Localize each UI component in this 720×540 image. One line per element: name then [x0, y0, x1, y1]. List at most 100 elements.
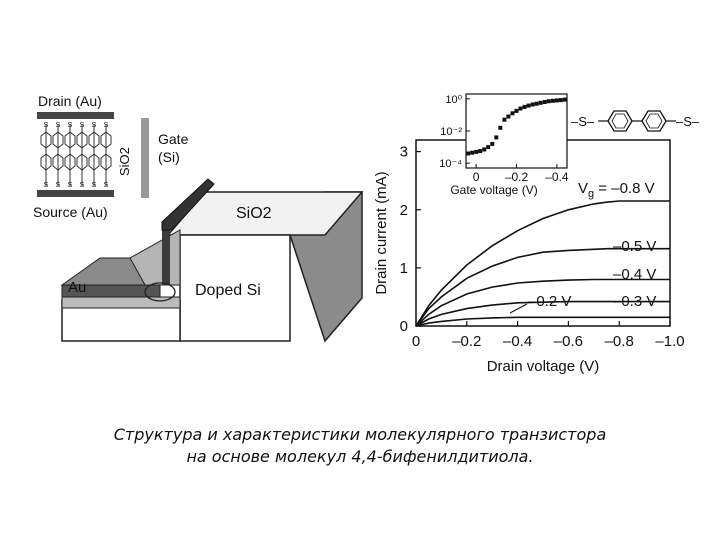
device-block: SiO2 Au Doped Si: [60, 178, 364, 343]
molecule-right-group: –S–: [676, 114, 700, 129]
inset-data-point: [498, 125, 503, 130]
iv-series-label: –0.5 V: [613, 238, 656, 255]
sio2-side-label: SiO2: [117, 147, 132, 176]
junction-highlight: [144, 282, 176, 302]
inset-points-group: [466, 97, 567, 156]
inset-plot-frame: [465, 93, 568, 169]
inset-y-tick-label: 10⁻²: [440, 126, 462, 138]
au-label: Au: [68, 279, 86, 296]
inset-data-point: [542, 100, 547, 104]
molecule-ring: [88, 131, 100, 149]
sulfur-atom-bottom: S: [104, 182, 109, 189]
inset-data-point: [546, 99, 551, 104]
drain-electrode-bar: [37, 112, 114, 119]
inset-data-point: [490, 141, 495, 146]
inset-data-point: [522, 104, 527, 109]
sulfur-atom-top: S: [80, 122, 85, 129]
inset-data-point: [470, 150, 475, 155]
iv-series-label: –0.3 V: [613, 293, 656, 310]
inset-data-point: [534, 101, 539, 106]
inset-data-point: [563, 97, 567, 102]
source-label: Source (Au): [33, 204, 108, 220]
drain-label: Drain (Au): [38, 93, 102, 109]
gate-bar: [141, 118, 149, 198]
sulfur-atom-bottom: S: [68, 182, 73, 189]
inset-data-point: [506, 114, 511, 119]
inset-data-point: [478, 149, 483, 154]
molecule-ring: [40, 131, 52, 149]
molecule-left-group: –S–: [571, 114, 595, 129]
iv-y-tick-label: 3: [400, 144, 408, 161]
sulfur-atom-top: S: [44, 122, 49, 129]
inset-x-tick-label: –0.4: [545, 170, 569, 184]
inset-data-point: [466, 151, 470, 156]
sulfur-atom-bottom: S: [44, 182, 49, 189]
caption-line-2: на основе молекул 4,4-бифенилдитиола.: [186, 447, 534, 466]
sulfur-atom-top: S: [56, 122, 61, 129]
sulfur-atom-top: S: [104, 122, 109, 129]
iv-series-line: [415, 300, 670, 327]
inset-data-point: [554, 98, 559, 103]
inset-data-point: [518, 106, 523, 111]
iv-x-tick-label: –1.0: [655, 333, 684, 350]
inset-data-point: [514, 108, 519, 113]
molecule-ring: [64, 153, 76, 171]
inset-data-point: [494, 135, 499, 140]
molecule-ring: [100, 131, 112, 149]
iv-series-label: Vg = –0.8 V: [578, 180, 655, 200]
sulfur-atom-top: S: [92, 122, 97, 129]
inset-data-point: [502, 117, 507, 122]
molecule-ring: [88, 153, 100, 171]
molecule-ring: [76, 131, 88, 149]
inset-x-tick-label: –0.2: [505, 170, 529, 184]
gate-label-line1: Gate: [158, 131, 189, 147]
benzene-ring-2-inner: [645, 113, 663, 129]
iv-series-line: [415, 200, 670, 327]
gate-label-line2: (Si): [158, 149, 180, 165]
iv-x-tick-label: –0.2: [452, 333, 481, 350]
iv-series-line: [415, 247, 670, 327]
molecule-ring: [76, 153, 88, 171]
caption-line-1: Структура и характеристики молекулярного…: [113, 425, 607, 444]
molecule-ring: [40, 153, 52, 171]
biphenyldithiol-structure: –S– –S–: [571, 110, 700, 132]
molecule-ring: [64, 131, 76, 149]
molecule-ring: [52, 131, 64, 149]
inset-data-point: [526, 103, 531, 108]
inset-data-point: [550, 98, 555, 103]
iv-y-tick-label: 1: [400, 260, 408, 277]
inset-data-point: [510, 111, 515, 116]
sulfur-atom-bottom: S: [56, 182, 61, 189]
sio2-label: SiO2: [236, 205, 272, 222]
inset-x-axis-title: Gate voltage (V): [450, 183, 537, 197]
benzene-ring-1-inner: [611, 113, 629, 129]
iv-series-label: –0.2 V: [528, 293, 571, 310]
source-electrode-bar: [37, 190, 114, 197]
inset-y-tick-label: 10⁰: [445, 94, 462, 106]
doped-si-label: Doped Si: [195, 282, 261, 299]
inset-data-point: [530, 102, 535, 107]
sulfur-atom-top: S: [68, 122, 73, 129]
inset-data-point: [474, 149, 479, 154]
iv-series-labels: Vg = –0.8 V –0.5 V –0.4 V –0.3 V –0.2 V: [509, 180, 656, 314]
iv-y-axis-title: Drain current (mA): [373, 171, 390, 294]
inset-data-point: [538, 100, 543, 105]
iv-x-tick-label: –0.6: [554, 333, 583, 350]
iv-x-tick-label: –0.4: [503, 333, 532, 350]
iv-label-leader: [509, 303, 528, 314]
iv-x-tick-label: 0: [412, 333, 420, 350]
iv-y-tick-label: 0: [400, 318, 408, 335]
iv-series-line: [415, 278, 670, 327]
inset-data-point: [486, 145, 491, 150]
iv-x-tick-label: –0.8: [605, 333, 634, 350]
iv-series-label: –0.4 V: [613, 266, 656, 283]
gate-top: [161, 178, 215, 231]
molecule-ring: [52, 153, 64, 171]
